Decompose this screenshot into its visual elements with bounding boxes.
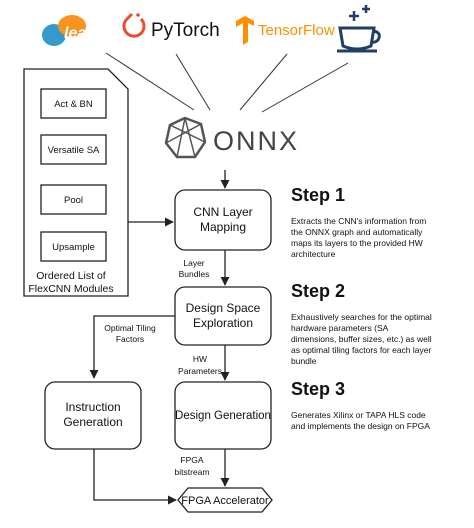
module-box-pool	[40, 184, 107, 215]
modules-caption-line1: Ordered List of	[36, 270, 106, 282]
instruction-generation-line2: Generation	[63, 415, 122, 429]
step-3-desc-line2: and implements the design on FPGA	[291, 421, 430, 431]
flexcnn-modules-document: Act & BN Versatile SA Pool Upsample Orde…	[23, 68, 129, 297]
instruction-generation-line1: Instruction	[65, 400, 120, 414]
step-1-title: Step 1	[291, 185, 345, 205]
design-generation-box	[174, 381, 272, 450]
fpga-accelerator-hexagon	[177, 487, 273, 513]
edge-label-hw-params-line1: HW	[193, 354, 207, 364]
module-label-upsample: Upsample	[52, 242, 95, 253]
step-3-desc-line1: Generates Xilinx or TAPA HLS code	[291, 410, 426, 420]
arrow-instruction-to-fpga	[93, 449, 177, 505]
step-1: Step 1 Extracts the CNN's information fr…	[291, 185, 426, 259]
cnn-layer-mapping-box	[174, 189, 272, 251]
java-cup-icon	[337, 5, 381, 53]
cnn-layer-mapping-line2: Mapping	[200, 220, 246, 234]
edge-label-fpga-bitstream-line1: FPGA	[180, 455, 203, 465]
modules-caption-line2: FlexCNN Modules	[28, 283, 113, 295]
module-label-act-bn: Act & BN	[54, 99, 93, 110]
module-label-versatile-sa: Versatile SA	[48, 145, 100, 156]
pytorch-logo: PyTorch	[122, 12, 220, 41]
pytorch-label: PyTorch	[151, 20, 220, 41]
module-box-upsample	[40, 231, 107, 262]
sklearn-orange-blob	[58, 15, 86, 37]
edge-label-optimal-tiling-line2: Factors	[116, 334, 144, 344]
module-box-act-bn	[40, 88, 107, 119]
pytorch-dot-icon	[136, 13, 140, 17]
step-2-desc-line5: bundle	[291, 356, 317, 366]
arrow-dse-to-instruction	[89, 315, 175, 379]
onnx-logo: ONNX	[164, 116, 299, 159]
module-label-pool: Pool	[64, 195, 83, 206]
onnx-label: ONNX	[213, 126, 299, 156]
tensorflow-logo: TensorFlow	[236, 16, 335, 45]
edge-label-optimal-tiling-line1: Optimal Tiling	[104, 323, 156, 333]
module-box-versatile-sa	[40, 134, 107, 165]
edge-label-hw-params-line2: Parameters	[178, 366, 222, 376]
step-2: Step 2 Exhaustively searches for the opt…	[291, 281, 432, 366]
cnn-layer-mapping-line1: CNN Layer	[193, 205, 252, 219]
sklearn-logo: learn	[42, 15, 102, 46]
step-1-desc-line4: architecture	[291, 249, 336, 259]
tensorflow-label: TensorFlow	[258, 22, 335, 39]
pytorch-flame-icon	[122, 12, 146, 38]
step-2-desc-line4: as optimal tiling factors for each layer	[291, 345, 431, 355]
fpga-accelerator-label: FPGA Accelerator	[181, 495, 269, 507]
step-1-desc-line2: the ONNX graph and automatically	[291, 227, 423, 237]
step-1-desc-line3: maps its layers to the provided HW	[291, 238, 423, 248]
edge-label-fpga-bitstream-line2: bitstream	[175, 467, 210, 477]
instruction-generation-box	[44, 381, 142, 450]
logo-connectors	[105, 52, 349, 113]
sklearn-label: learn	[64, 25, 102, 42]
dse-line2: Exploration	[193, 316, 253, 330]
edge-label-layer-bundles-line2: Bundles	[179, 269, 210, 279]
step-2-desc-line1: Exhaustively searches for the optimal	[291, 312, 432, 322]
step-1-desc-line1: Extracts the CNN's information from	[291, 216, 426, 226]
tensorflow-icon	[236, 16, 254, 45]
dse-line1: Design Space	[186, 301, 261, 315]
step-3: Step 3 Generates Xilinx or TAPA HLS code…	[291, 379, 430, 431]
onnx-hexagon-icon	[164, 116, 207, 159]
edge-label-layer-bundles-line1: Layer	[183, 258, 204, 268]
step-2-desc-line3: dimensions, buffer sizes, etc.) as well	[291, 334, 432, 344]
step-2-title: Step 2	[291, 281, 345, 301]
design-generation-label: Design Generation	[175, 410, 271, 422]
step-3-title: Step 3	[291, 379, 345, 399]
step-2-desc-line2: hardware parameters (SA	[291, 323, 389, 333]
